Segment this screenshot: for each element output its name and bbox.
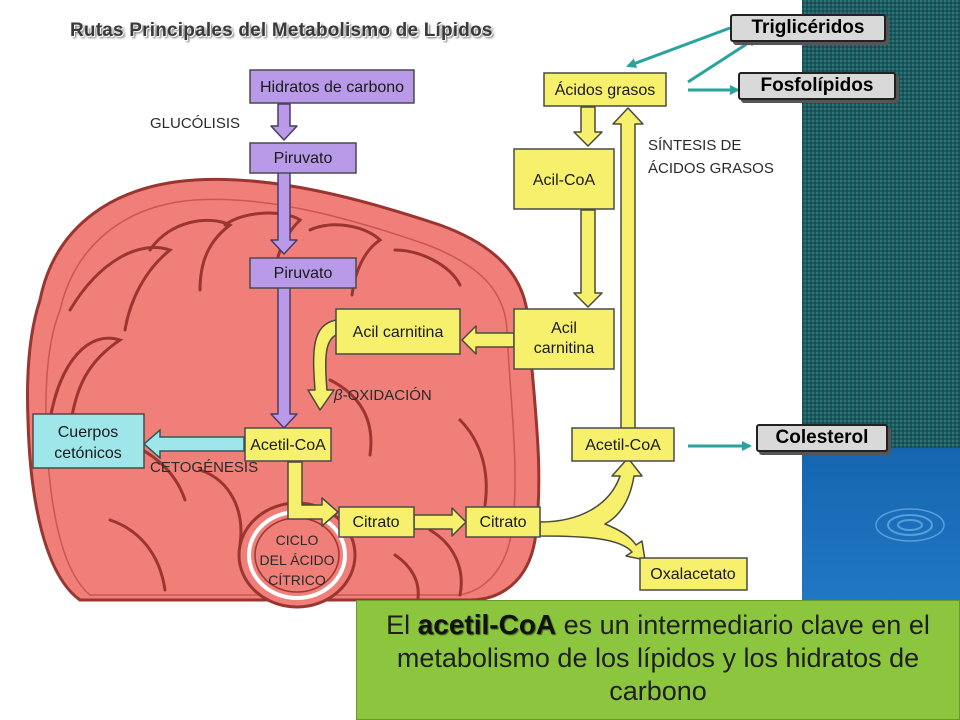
label-acil-coa: Acil-CoA — [533, 172, 596, 189]
box-citrato-mito — [338, 506, 415, 538]
label-acidos-grasos: Ácidos grasos — [555, 80, 656, 99]
label-acil-carnitina-in: Acil carnitina — [353, 324, 444, 341]
box-acidos-grasos — [543, 72, 667, 107]
ketogenesis-arrow — [142, 428, 245, 460]
label-citrato-mito: Citrato — [352, 514, 399, 531]
label-acil-carnitina-out-2: carnitina — [534, 340, 595, 357]
badge-fosfolipidos: Fosfolípidos — [738, 72, 896, 100]
beta-symbol: β — [333, 387, 343, 404]
beta-text: -OXIDACIÓN — [343, 387, 432, 404]
glycolysis-arrows — [270, 103, 298, 429]
label-acil-carnitina-out-1: Acil — [551, 320, 577, 337]
box-piruvato-2 — [249, 257, 357, 289]
box-acil-carnitina-in — [335, 308, 461, 355]
label-ciclo-3: CÍTRICO — [268, 572, 326, 588]
pathway-arrows — [287, 106, 646, 561]
page-title: Rutas Principales del Metabolismo de Líp… — [70, 20, 493, 41]
label-acetil-coa-cyto: Acetil-CoA — [585, 437, 661, 454]
connector-arrows — [626, 26, 758, 451]
label-cetogenesis: CETOGÉNESIS — [150, 459, 258, 476]
caption-before: El — [386, 610, 418, 640]
label-piruvato-1: Piruvato — [274, 150, 333, 167]
box-acil-carnitina-out — [513, 308, 615, 370]
box-acil-coa — [513, 148, 615, 210]
box-hidratos — [249, 69, 415, 104]
label-beta-oxidacion: β-OXIDACIÓN — [333, 387, 432, 404]
label-acetil-coa-mito: Acetil-CoA — [250, 437, 326, 454]
label-piruvato-2: Piruvato — [274, 265, 333, 282]
box-citrato-cyto — [465, 506, 541, 538]
badge-trigliceridos: Triglicéridos — [730, 14, 886, 42]
label-ciclo-1: CICLO — [276, 532, 319, 548]
box-cuerpos — [32, 413, 145, 469]
box-acetil-coa-mito — [244, 427, 332, 462]
box-acetil-coa-cyto — [571, 427, 675, 462]
caption-highlight: acetil-CoA — [417, 609, 557, 640]
badge-colesterol: Colesterol — [756, 424, 888, 452]
caption-after: es un intermediario clave en el metaboli… — [396, 610, 930, 706]
label-cuerpos-2: cetónicos — [54, 445, 122, 462]
label-glucolisis: GLUCÓLISIS — [150, 115, 240, 132]
label-hidratos: Hidratos de carbono — [260, 79, 404, 96]
caption-box: El acetil-CoA es un intermediario clave … — [356, 600, 960, 720]
ripple-decoration — [875, 508, 945, 542]
label-sintesis-2: ÁCIDOS GRASOS — [648, 160, 774, 177]
box-oxalacetato — [639, 557, 748, 591]
label-cuerpos-1: Cuerpos — [58, 424, 118, 441]
textured-panel — [802, 0, 960, 448]
label-sintesis-1: SÍNTESIS DE — [648, 137, 741, 154]
label-oxalacetato: Oxalacetato — [650, 566, 735, 583]
label-citrato-cyto: Citrato — [479, 514, 526, 531]
box-piruvato-1 — [249, 142, 357, 174]
label-ciclo-2: DEL ÁCIDO — [260, 552, 335, 568]
